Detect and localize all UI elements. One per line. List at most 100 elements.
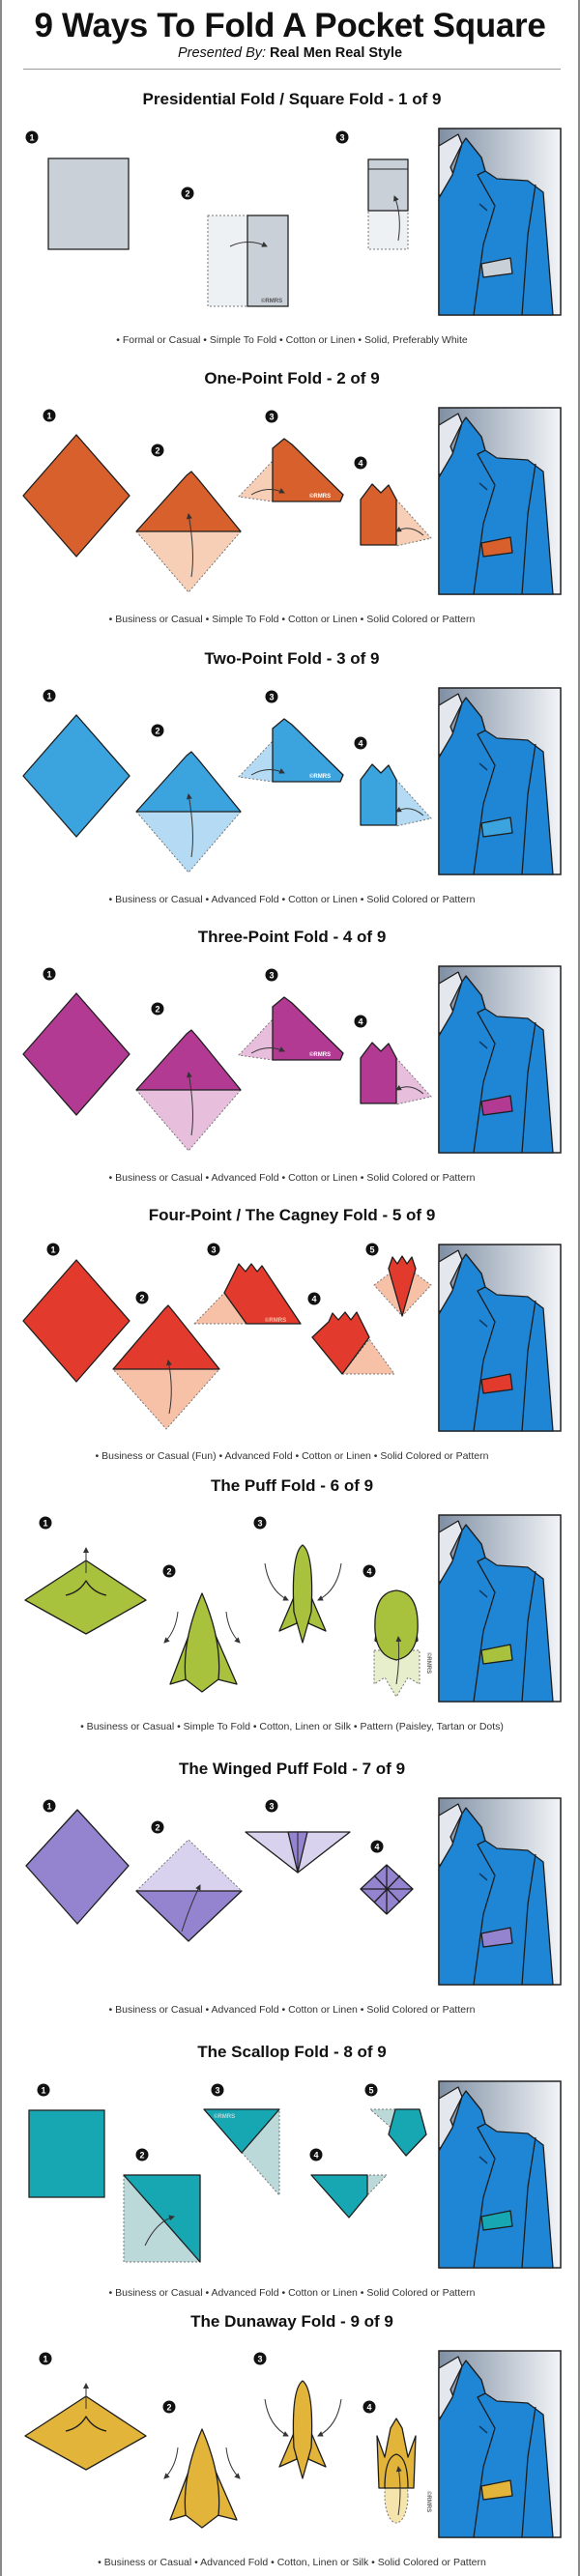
fold-shape <box>272 996 344 1061</box>
fold-arrow-icon <box>395 1636 402 1685</box>
fold-arrow-icon <box>225 2447 241 2479</box>
fold-shape <box>24 1560 147 1635</box>
jacket-illustration <box>438 1797 562 1986</box>
step-number-badge: 2 <box>181 186 194 200</box>
jacket-illustration <box>438 1514 562 1703</box>
step-badge-circle <box>362 1564 376 1578</box>
step-number: 3 <box>269 970 274 980</box>
fold-shape <box>388 1255 417 1317</box>
fold-shape <box>22 434 130 558</box>
step-badge-circle <box>37 2083 50 2097</box>
fold-shape <box>135 1089 242 1152</box>
jacket-lapel-line <box>465 1253 496 1432</box>
fold-arrow-icon <box>250 1046 285 1054</box>
step-badge-circle <box>151 724 164 737</box>
jacket-illustration <box>438 2350 562 2538</box>
step-number: 2 <box>155 726 160 735</box>
fold-arrow-icon <box>317 1562 342 1601</box>
step-number-badge: 3 <box>265 1799 278 1813</box>
fold-title: Three-Point Fold - 4 of 9 <box>197 928 387 946</box>
jacket-buttonhole <box>478 1319 488 1328</box>
jacket-lapel-line <box>465 137 496 316</box>
step-number-badge: 4 <box>362 1564 376 1578</box>
step-number: 5 <box>369 1245 374 1254</box>
watermark: ©RMRS <box>309 493 331 500</box>
step-number: 1 <box>46 1801 51 1811</box>
step-badge-circle <box>151 1002 164 1016</box>
fold-arrow-icon <box>264 1562 289 1601</box>
step-badge-circle <box>151 1820 164 1834</box>
jacket-illustration <box>438 687 562 875</box>
step-number-badge: 3 <box>265 968 278 982</box>
fold-shape <box>184 1592 220 1693</box>
step-badge-circle <box>354 1015 367 1028</box>
fold-arrow-icon <box>163 1611 179 1644</box>
pocket-square <box>480 1373 513 1394</box>
step-badge-circle <box>162 2400 176 2414</box>
step-number-badge: 5 <box>365 1243 379 1256</box>
fold-shape <box>135 751 242 813</box>
shirt-collar <box>438 413 463 476</box>
square-step-1 <box>28 2109 105 2198</box>
fold-arrow-icon <box>393 195 400 242</box>
fold-shape <box>238 740 274 783</box>
fold-shape <box>184 2428 220 2529</box>
step-number-badge: 4 <box>307 1292 321 1305</box>
fold-arrow-icon <box>144 2215 175 2247</box>
jacket-sleeve-line <box>521 2406 536 2538</box>
step-number-badge: 4 <box>354 1015 367 1028</box>
step-number: 1 <box>41 2085 45 2095</box>
shirt-collar <box>438 133 463 197</box>
header-divider <box>23 69 561 70</box>
fold-arrow-icon <box>186 513 193 578</box>
step-number-badge: 1 <box>25 130 39 144</box>
pocket-square <box>480 2210 513 2231</box>
fold-title: The Winged Puff Fold - 7 of 9 <box>178 1760 406 1778</box>
fold-caption: • Business or Casual • Simple To Fold • … <box>80 1721 504 1732</box>
step-badge-circle <box>365 1243 379 1256</box>
step-number-badge: 4 <box>370 1840 384 1853</box>
fold-shape <box>123 2174 201 2263</box>
fold-shape <box>238 1018 274 1061</box>
step-number: 1 <box>43 2354 47 2363</box>
step-number-badge: 3 <box>265 410 278 423</box>
step-badge-circle <box>370 1840 384 1853</box>
fold-title: Two-Point Fold - 3 of 9 <box>204 649 380 668</box>
jacket-sleeve-line <box>521 1300 536 1432</box>
fold-arrow-icon <box>225 1611 241 1644</box>
step-number: 3 <box>257 2354 262 2363</box>
jacket-lapel-line <box>465 1807 496 1986</box>
fold-shape <box>292 2380 313 2479</box>
fold-arrow-icon <box>395 526 424 536</box>
fold-title: Presidential Fold / Square Fold - 1 of 9 <box>142 90 442 108</box>
fold-shape <box>395 779 432 827</box>
jacket-lapel-line <box>465 975 496 1154</box>
shirt-collar <box>438 693 463 757</box>
jacket-illustration <box>438 2080 562 2269</box>
square-step-2-fold <box>246 215 289 307</box>
fold-caption: • Business or Casual • Simple To Fold • … <box>108 614 476 625</box>
jacket-buttonhole <box>478 482 488 491</box>
step-badge-circle <box>335 130 349 144</box>
fold-shape <box>223 1263 302 1325</box>
step-number: 4 <box>358 458 362 468</box>
square-step-3-fold <box>367 158 409 212</box>
jacket-buttonhole <box>478 203 488 212</box>
fold-arrow-icon <box>186 1072 193 1136</box>
step-badge-circle <box>135 1291 149 1304</box>
presented-by-label: Presented By: <box>177 45 267 61</box>
fold-shape <box>22 714 130 838</box>
